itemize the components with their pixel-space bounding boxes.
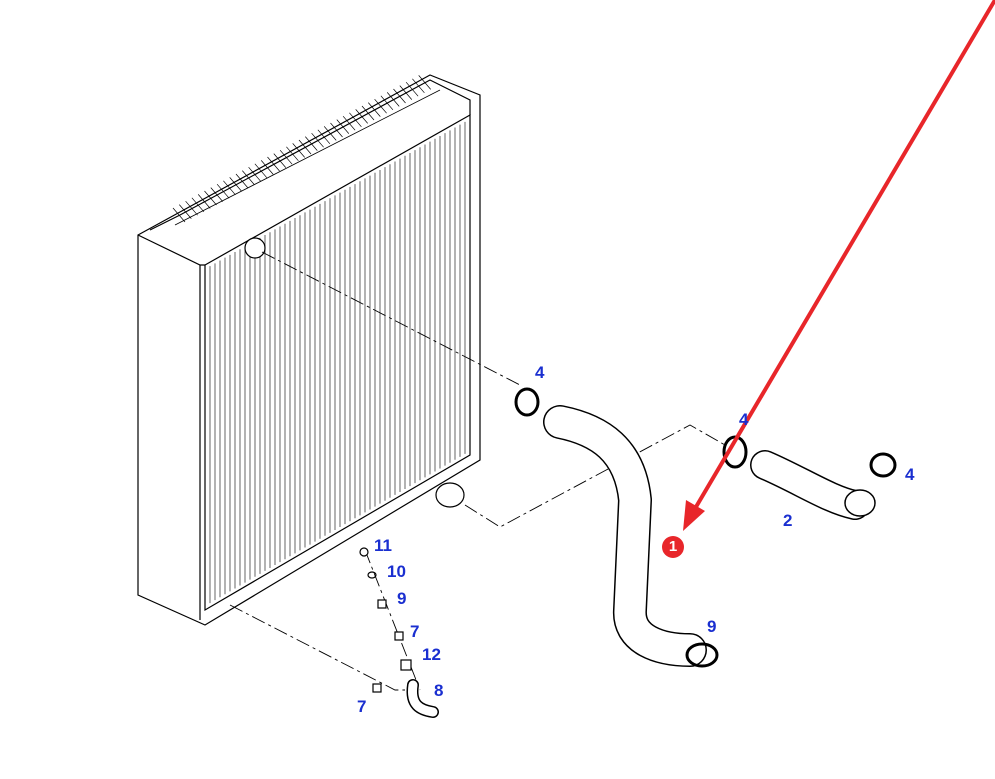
- clamps: [514, 387, 897, 668]
- callout-clamp-4: 4: [535, 363, 545, 382]
- tank-rib: [361, 105, 375, 121]
- tank-rib: [405, 81, 419, 97]
- callout-hose-8: 8: [434, 681, 444, 700]
- tank-rib: [260, 160, 274, 175]
- tank-rib: [374, 98, 387, 114]
- tank-rib: [248, 166, 261, 182]
- tank-rib: [223, 180, 236, 196]
- tank-rib: [380, 95, 394, 111]
- hose-1: [543, 405, 707, 667]
- callout-clamp-9: 9: [707, 617, 717, 636]
- tank-rib: [286, 146, 299, 162]
- tank-rib: [279, 149, 293, 165]
- tank-rib: [267, 156, 280, 172]
- tank-rib: [235, 173, 249, 189]
- callout-part-11: 11: [374, 536, 392, 555]
- tank-rib: [342, 115, 356, 131]
- hose-2: [750, 450, 876, 520]
- tank-rib: [204, 190, 217, 206]
- callout-part-7: 7: [357, 697, 367, 716]
- tank-rib: [323, 126, 337, 141]
- callout-part-12: 12: [422, 645, 441, 664]
- tank-rib: [305, 136, 318, 151]
- radiator-fins: [209, 121, 466, 604]
- tank-rib: [386, 92, 400, 107]
- tank-rib: [216, 183, 230, 199]
- tank-rib: [292, 143, 305, 158]
- tank-rib: [368, 102, 381, 117]
- tank-rib: [298, 139, 312, 155]
- tank-rib: [273, 153, 287, 168]
- tank-rib: [191, 197, 205, 213]
- tank-rib: [242, 170, 255, 185]
- callout-part-10: 10: [387, 562, 406, 581]
- small-parts: [359, 547, 439, 718]
- tank-rib: [399, 85, 413, 100]
- tank-ribs: [172, 75, 431, 223]
- callout-hose-2: 2: [783, 511, 793, 530]
- tank-rib: [172, 207, 186, 223]
- tank-rib: [185, 200, 198, 216]
- highlight-badge: 1: [662, 536, 684, 558]
- tank-rib: [317, 129, 331, 145]
- red-arrow: [683, 0, 995, 531]
- callout-part-7: 7: [410, 622, 420, 641]
- tank-rib: [311, 132, 324, 148]
- tank-rib: [330, 122, 343, 138]
- tank-rib: [412, 78, 425, 94]
- callout-clamp-4: 4: [739, 410, 749, 429]
- tank-rib: [254, 163, 268, 179]
- radiator: [137, 74, 481, 626]
- tank-rib: [349, 112, 362, 128]
- callout-clamp-4: 4: [905, 465, 915, 484]
- tank-rib: [179, 204, 192, 219]
- tank-rib: [393, 88, 406, 104]
- tank-rib: [197, 194, 211, 209]
- tank-rib: [355, 109, 368, 124]
- tank-rib: [210, 187, 224, 202]
- tank-rib: [418, 75, 431, 90]
- tank-rib: [336, 119, 350, 134]
- tank-rib: [229, 177, 242, 192]
- callout-part-9: 9: [397, 589, 407, 608]
